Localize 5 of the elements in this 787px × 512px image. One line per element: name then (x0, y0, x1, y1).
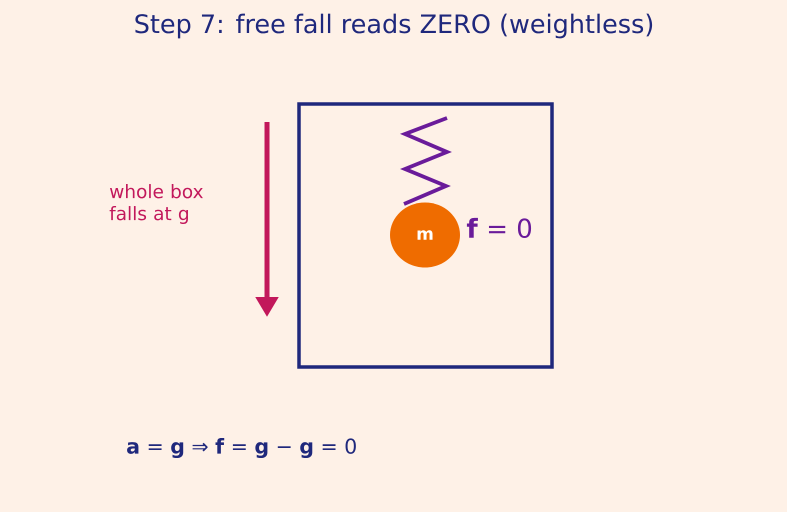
side-note: whole box falls at g (110, 184, 203, 224)
title: Step 7: free fall reads ZERO (weightless) (135, 14, 652, 38)
falling-box (297, 102, 554, 369)
equation: a = g ⇒ f = g − g = 0 (127, 438, 356, 458)
force-reading: f = 0 (466, 218, 532, 238)
